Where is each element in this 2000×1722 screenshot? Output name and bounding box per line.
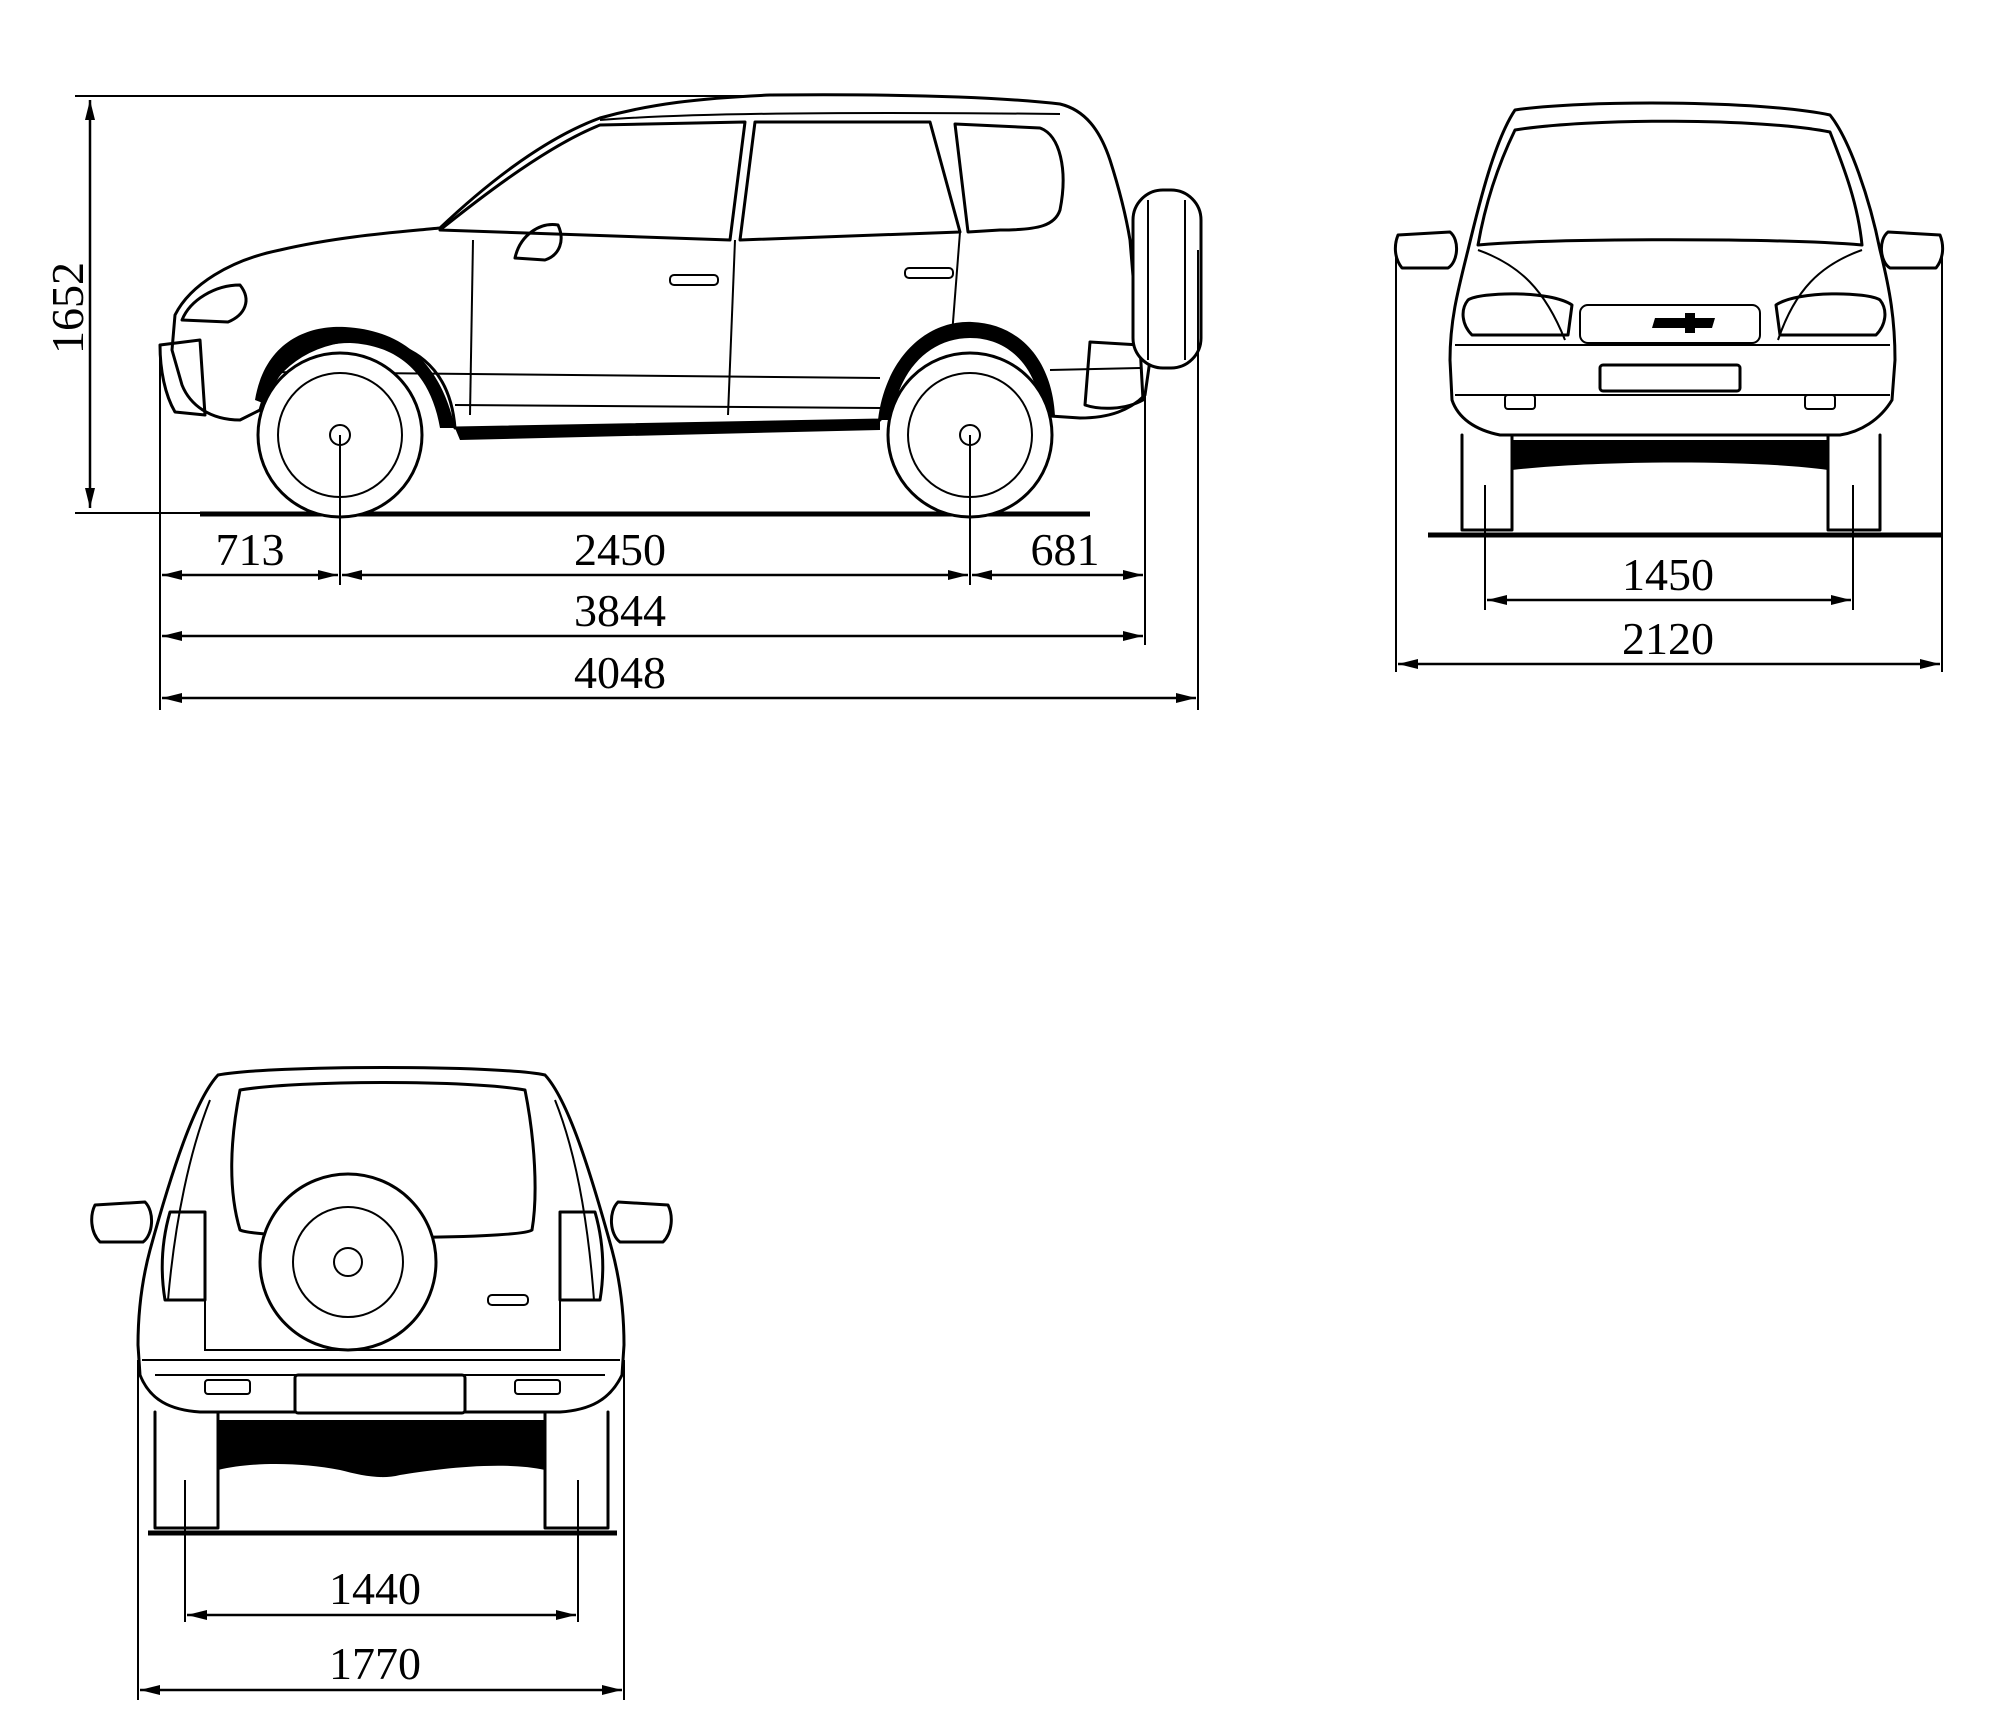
- side-rear-door-line: [951, 231, 961, 336]
- dim-length-no-spare-label: 3844: [574, 585, 666, 636]
- side-headlight: [180, 283, 248, 324]
- dim-front-track-label: 1450: [1622, 549, 1714, 600]
- dim-rear-overhang-label: 681: [1031, 524, 1100, 575]
- side-front-bumper: [158, 338, 207, 417]
- rear-bumper: [142, 1359, 620, 1376]
- side-front-door-handle: [669, 274, 719, 286]
- front-mirror-left: [1393, 230, 1458, 270]
- rear-wheel-right: [543, 1410, 610, 1530]
- front-mirror-right: [1880, 230, 1945, 270]
- rear-pillar-left: [167, 1099, 211, 1301]
- side-roof-line: [599, 111, 1061, 121]
- rear-body-outline: [136, 1066, 626, 1414]
- rear-reflector-left: [204, 1379, 251, 1395]
- side-rear-bumper: [1083, 340, 1145, 410]
- side-rear-door-handle: [904, 267, 954, 279]
- side-b-pillar-line: [727, 239, 736, 416]
- front-windshield: [1476, 119, 1864, 247]
- front-body-outline: [1448, 101, 1897, 437]
- side-mirror: [513, 223, 563, 262]
- rear-view: 1440 1770: [90, 1066, 673, 1700]
- dim-width-mirrors-label: 2120: [1622, 613, 1714, 664]
- dim-height-label: 1652: [42, 262, 93, 354]
- rear-mirror-right: [610, 1200, 673, 1244]
- side-front-arch-shadow: [255, 326, 455, 428]
- front-fog-light-left: [1504, 394, 1536, 410]
- dim-wheelbase-label: 2450: [574, 524, 666, 575]
- side-spare-tire: [1131, 188, 1203, 370]
- rear-spare-tire: [258, 1172, 438, 1352]
- rear-reflector-right: [514, 1379, 561, 1395]
- front-fog-light-right: [1804, 394, 1836, 410]
- front-headlight-right: [1774, 292, 1887, 337]
- front-grille: [1579, 304, 1761, 344]
- rear-tailgate: [204, 1240, 561, 1351]
- side-windshield: [438, 120, 747, 242]
- rear-taillight-right: [558, 1210, 605, 1302]
- rear-window: [230, 1081, 537, 1239]
- rear-badge: [487, 1294, 529, 1306]
- side-view: 1652 713 2450 681 3844 4048: [42, 93, 1203, 710]
- front-hood: [1477, 249, 1863, 341]
- side-spare-tire-tread: [1147, 200, 1186, 360]
- front-underbody-shadow: [1512, 440, 1828, 470]
- dim-front-overhang-label: 713: [216, 524, 285, 575]
- front-view: 1450 2120: [1393, 101, 1945, 672]
- front-wheel-left: [1460, 433, 1514, 532]
- front-headlight-left: [1461, 292, 1574, 337]
- side-rear-arch-shadow: [878, 321, 1055, 420]
- rear-wheel-left: [153, 1410, 220, 1530]
- rear-taillight-left: [160, 1210, 207, 1302]
- rear-pillar-right: [554, 1099, 595, 1301]
- front-emblem: [1652, 313, 1715, 333]
- rear-mirror-left: [90, 1200, 153, 1244]
- front-license-plate: [1598, 363, 1742, 393]
- dim-overall-length-label: 4048: [574, 647, 666, 698]
- dim-body-width-label: 1770: [329, 1638, 421, 1689]
- side-front-door-window: [738, 120, 962, 242]
- side-rear-window: [953, 122, 1065, 234]
- rear-license-plate: [293, 1373, 467, 1415]
- side-front-door-line: [469, 239, 474, 416]
- rear-underbody-shadow: [218, 1420, 545, 1478]
- side-sill: [454, 404, 881, 409]
- dim-rear-track-label: 1440: [329, 1563, 421, 1614]
- side-underbody-shadow: [455, 420, 880, 440]
